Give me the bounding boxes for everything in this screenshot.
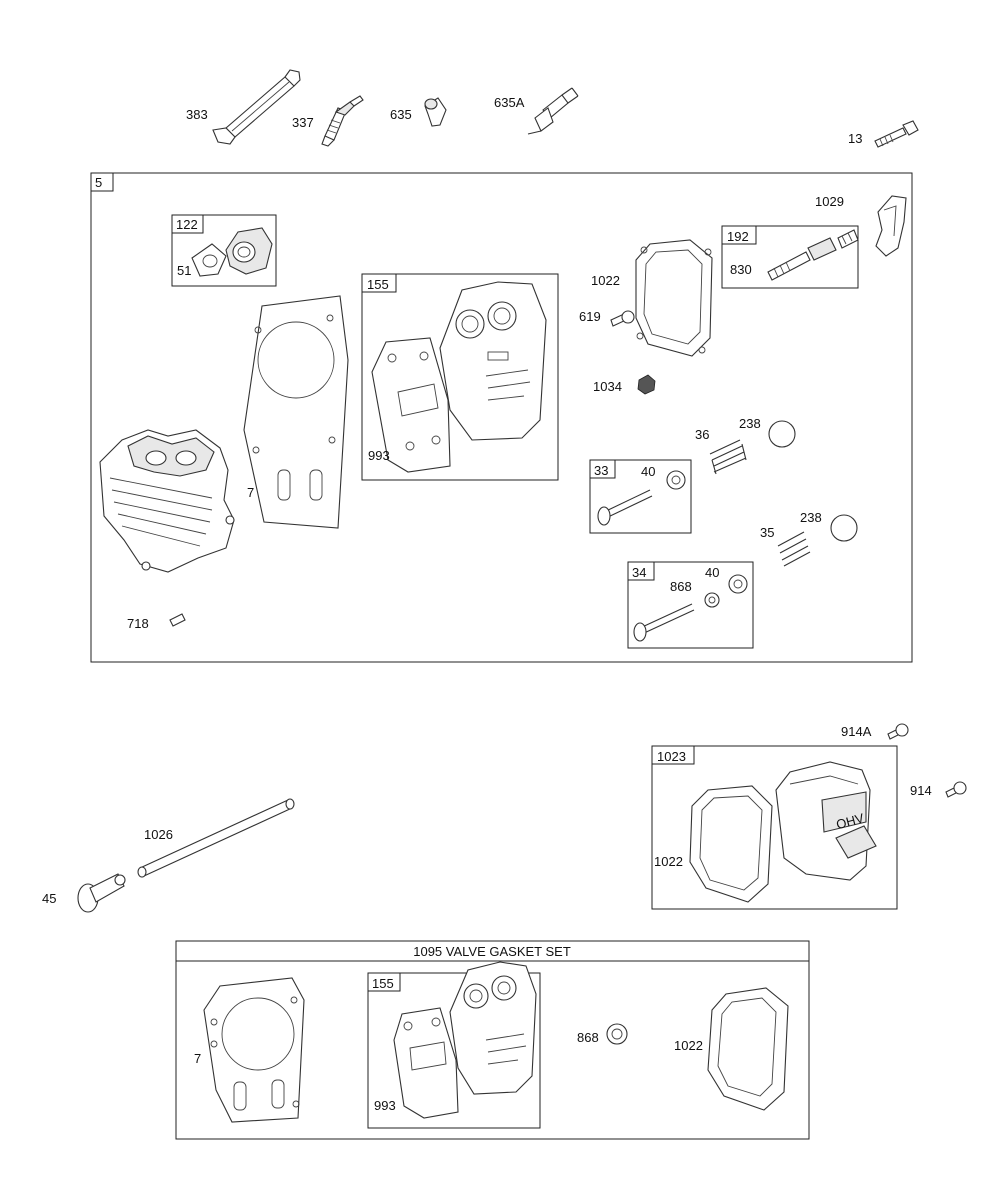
label-7-top: 7 bbox=[247, 485, 254, 500]
label-830: 830 bbox=[730, 262, 752, 277]
part-914a-screw bbox=[887, 723, 909, 740]
label-box-1023 bbox=[651, 745, 695, 765]
part-635-plug-boot bbox=[424, 97, 447, 127]
part-34-intake-valve bbox=[633, 574, 748, 642]
label-1022-mid: 1022 bbox=[654, 854, 683, 869]
label-192: 192 bbox=[727, 229, 749, 244]
label-383: 383 bbox=[186, 107, 208, 122]
part-1034-nut bbox=[637, 374, 656, 395]
label-1022-bottom: 1022 bbox=[674, 1038, 703, 1053]
part-914-screw bbox=[945, 781, 967, 798]
part-1022-cover-gasket-mid bbox=[689, 785, 773, 903]
label-45: 45 bbox=[42, 891, 56, 906]
label-868-bottom: 868 bbox=[577, 1030, 599, 1045]
kit-box-33 bbox=[589, 459, 692, 534]
part-238-cap-b bbox=[830, 514, 858, 542]
label-box-33 bbox=[589, 459, 616, 479]
part-1022-cover-gasket-bottom bbox=[707, 987, 789, 1111]
part-868-valve-seal bbox=[606, 1023, 628, 1045]
label-35: 35 bbox=[760, 525, 774, 540]
part-1029-rocker-arm bbox=[875, 195, 907, 257]
part-51-gasket bbox=[191, 243, 227, 277]
valve-gasket-set-frame bbox=[175, 940, 810, 1140]
label-238-a: 238 bbox=[739, 416, 761, 431]
label-box-155-top bbox=[361, 273, 397, 293]
part-33-exhaust-valve bbox=[597, 470, 686, 526]
label-155-top: 155 bbox=[367, 277, 389, 292]
kit-box-192 bbox=[721, 225, 859, 289]
part-337-spark-plug bbox=[321, 95, 364, 147]
label-7-bottom: 7 bbox=[194, 1051, 201, 1066]
label-box-192 bbox=[721, 225, 757, 245]
part-993-gasket-bottom bbox=[393, 1007, 459, 1119]
label-1029: 1029 bbox=[815, 194, 844, 209]
part-122-intake-adapter bbox=[225, 227, 273, 275]
label-619: 619 bbox=[579, 309, 601, 324]
part-155-rocker-gasket-plate-bottom bbox=[449, 961, 537, 1095]
label-993-top: 993 bbox=[368, 448, 390, 463]
label-868-top: 868 bbox=[670, 579, 692, 594]
label-914a: 914A bbox=[841, 724, 872, 739]
part-383-spark-plug-wrench bbox=[212, 69, 301, 145]
part-830-rocker-stud bbox=[767, 229, 859, 281]
label-635: 635 bbox=[390, 107, 412, 122]
label-36: 36 bbox=[695, 427, 709, 442]
part-238-cap-a bbox=[768, 420, 796, 448]
label-1022-top: 1022 bbox=[591, 273, 620, 288]
label-238-b: 238 bbox=[800, 510, 822, 525]
label-box-122 bbox=[171, 214, 204, 234]
cylinder-head-assembly-frame bbox=[90, 172, 913, 663]
label-337: 337 bbox=[292, 115, 314, 130]
kit-box-155-top bbox=[361, 273, 559, 481]
part-1026-push-rod bbox=[137, 798, 295, 878]
kit-box-1023 bbox=[651, 745, 898, 910]
label-33: 33 bbox=[594, 463, 608, 478]
part-cylinder-head bbox=[99, 429, 235, 573]
part-7-head-gasket bbox=[243, 295, 349, 529]
part-619-screw bbox=[610, 310, 635, 327]
valve-gasket-set-title: 1095 VALVE GASKET SET bbox=[413, 944, 571, 959]
part-635a-terminal bbox=[527, 87, 579, 135]
label-155-bottom: 155 bbox=[372, 976, 394, 991]
label-993-bottom: 993 bbox=[374, 1098, 396, 1113]
label-box-34 bbox=[627, 561, 655, 581]
part-993-gasket-top bbox=[371, 337, 451, 473]
label-122: 122 bbox=[176, 217, 198, 232]
part-7-head-gasket-bottom bbox=[203, 977, 305, 1123]
kit-box-34 bbox=[627, 561, 754, 649]
label-914: 914 bbox=[910, 783, 932, 798]
label-13: 13 bbox=[848, 131, 862, 146]
part-13-bolt bbox=[874, 120, 919, 148]
part-1022-cover-gasket-top bbox=[635, 239, 713, 357]
kit-box-122 bbox=[171, 214, 277, 287]
label-40-b: 40 bbox=[705, 565, 719, 580]
label-box-155-bottom bbox=[367, 972, 401, 992]
label-1034: 1034 bbox=[593, 379, 622, 394]
label-718: 718 bbox=[127, 616, 149, 631]
label-635a: 635A bbox=[494, 95, 525, 110]
part-35-valve-spring bbox=[777, 531, 811, 567]
kit-box-155-bottom bbox=[367, 972, 541, 1129]
label-1026: 1026 bbox=[144, 827, 173, 842]
part-36-valve-spring bbox=[709, 439, 747, 475]
label-51: 51 bbox=[177, 263, 191, 278]
label-1023: 1023 bbox=[657, 749, 686, 764]
part-718-pin bbox=[169, 613, 186, 627]
part-45-tappet bbox=[77, 873, 126, 913]
part-155-rocker-gasket-plate bbox=[439, 281, 547, 441]
label-40-a: 40 bbox=[641, 464, 655, 479]
ohv-logo-text: OHV bbox=[834, 810, 865, 832]
label-5: 5 bbox=[95, 175, 102, 190]
part-1023-rocker-cover bbox=[775, 761, 877, 881]
label-34: 34 bbox=[632, 565, 646, 580]
label-box-5 bbox=[90, 172, 114, 192]
